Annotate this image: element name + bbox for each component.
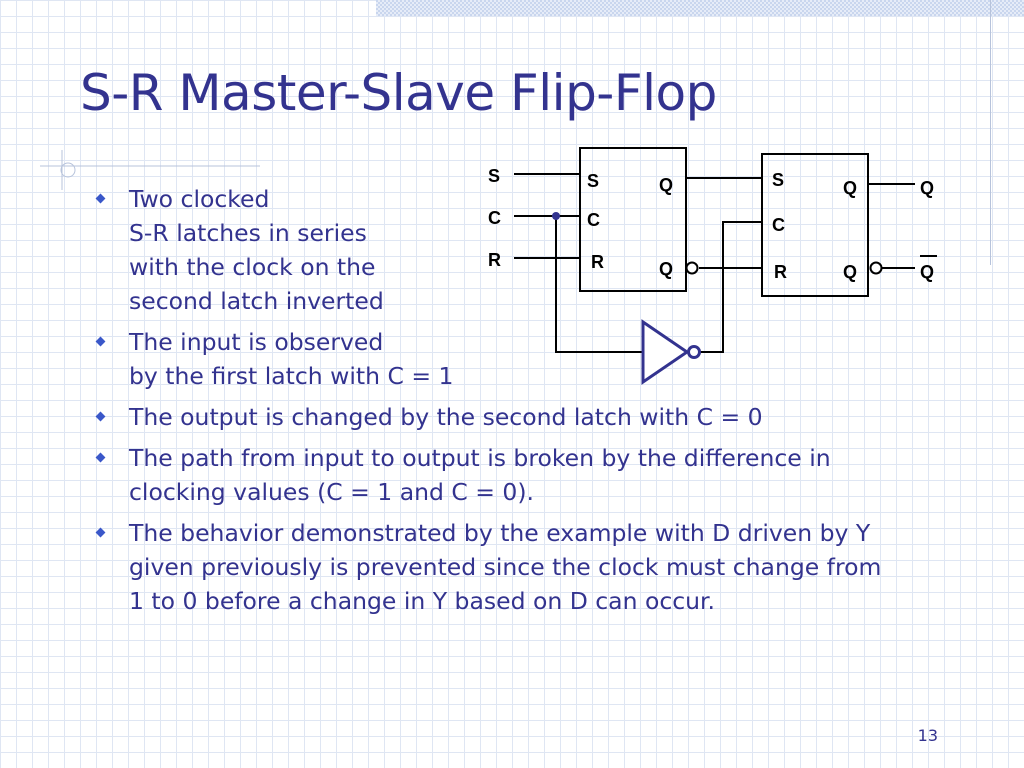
bullet-text-line: second latch inverted (129, 287, 384, 315)
master-r-label: R (591, 252, 604, 272)
master-slave-circuit-diagram: S C R S C R Q Q S C R Q Q Q Q (488, 147, 937, 385)
right-decoration-rule (990, 0, 991, 265)
bullet-list: Two clocked S-R latches in series with t… (94, 182, 944, 625)
master-c-label: C (587, 210, 600, 230)
bullet-item: The path from input to output is broken … (94, 441, 944, 509)
output-qbar-label: Q (920, 262, 934, 282)
clock-junction-dot (552, 212, 560, 220)
slave-qbar-label: Q (843, 262, 857, 282)
slave-q-label: Q (843, 178, 857, 198)
bullet-text-line: The output is changed by the second latc… (129, 403, 763, 431)
slave-qbar-bubble-icon (869, 261, 883, 275)
slave-s-label: S (772, 170, 784, 190)
input-r-label: R (488, 250, 501, 270)
bullet-item: The output is changed by the second latc… (94, 400, 944, 434)
inverted-clock-wire (700, 221, 762, 353)
master-latch-box (579, 147, 687, 292)
bullet-text-line: The behavior demonstrated by the example… (129, 519, 871, 547)
diamond-bullet-icon (95, 452, 106, 463)
master-q-label: Q (659, 175, 673, 195)
bullet-text-line: by the first latch with C = 1 (129, 362, 454, 390)
bullet-item: Two clocked S-R latches in series with t… (94, 182, 944, 318)
output-q-label: Q (920, 178, 934, 198)
bullet-text-line: The path from input to output is broken … (129, 444, 831, 472)
bullet-text-line: Two clocked (129, 185, 270, 213)
bullet-text-line: S-R latches in series (129, 219, 367, 247)
bullet-text-line: 1 to 0 before a change in Y based on D c… (129, 587, 716, 615)
bullet-text-line: The input is observed (129, 328, 384, 356)
bullet-item: The behavior demonstrated by the example… (94, 516, 944, 618)
slave-c-label: C (772, 215, 785, 235)
master-qbar-bubble-icon (685, 261, 699, 275)
clock-branch-wire (555, 216, 643, 353)
slave-r-label: R (774, 262, 787, 282)
slide-title: S-R Master-Slave Flip-Flop (80, 64, 717, 122)
diamond-bullet-icon (95, 411, 106, 422)
bullet-text-line: clocking values (C = 1 and C = 0). (129, 478, 535, 506)
bullet-item: The input is observed by the first latch… (94, 325, 944, 393)
input-s-label: S (488, 166, 500, 186)
master-s-label: S (587, 171, 599, 191)
crosshair-decoration (40, 150, 260, 190)
master-qbar-label: Q (659, 259, 673, 279)
input-c-label: C (488, 208, 501, 228)
bullet-text-line: given previously is prevented since the … (129, 553, 882, 581)
bullet-text-line: with the clock on the (129, 253, 376, 281)
inverter-gate-icon (641, 319, 701, 385)
diamond-bullet-icon (95, 193, 106, 204)
diamond-bullet-icon (95, 336, 106, 347)
top-decoration-band (376, 0, 1024, 16)
page-number: 13 (917, 726, 938, 745)
slave-latch-box (761, 153, 869, 297)
diamond-bullet-icon (95, 527, 106, 538)
